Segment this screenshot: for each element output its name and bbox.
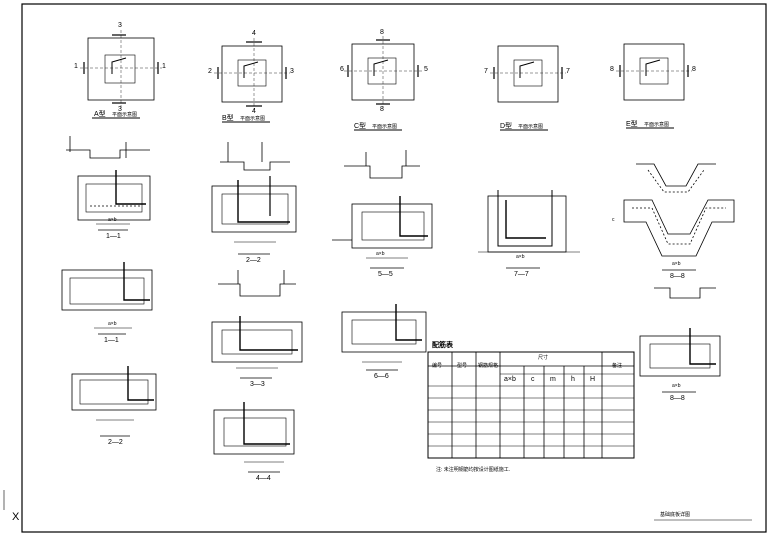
section-title-2-2: 2—2 <box>246 257 261 264</box>
detail-8-8 <box>623 199 735 271</box>
detail-5-5-top <box>344 150 420 179</box>
table-header-h: h <box>571 376 575 383</box>
detail-1-1b <box>61 262 153 335</box>
plan-d-sec-left: 7 <box>484 68 488 75</box>
table-header-c: c <box>531 376 535 383</box>
detail-4-4 <box>213 402 295 473</box>
section-title-5-5: 5—5 <box>378 271 393 278</box>
plan-b <box>214 38 290 123</box>
plan-b-note: 平面示意图 <box>240 116 266 122</box>
section-title-7-7: 7—7 <box>514 271 529 278</box>
section-title-4-4: 4—4 <box>256 475 271 482</box>
table-header-no: 编号 <box>432 363 443 369</box>
plan-c-sec-bottom: 8 <box>380 106 384 113</box>
plan-a-sec-top: 3 <box>118 22 122 29</box>
corner-x-mark: X <box>12 511 20 523</box>
plan-b-sec-left: 2 <box>208 68 212 75</box>
detail-2-2 <box>211 176 297 255</box>
table-header-type: 型号 <box>457 363 468 369</box>
spec-table <box>427 351 635 459</box>
detail-1-1-top <box>66 136 150 159</box>
table-header-H: H <box>590 376 596 383</box>
plan-c <box>344 36 422 131</box>
plan-b-sec-top: 4 <box>252 30 256 37</box>
detail-3-3 <box>211 316 303 379</box>
section-title-1-1: 1—1 <box>106 233 121 240</box>
plan-a-sec-left: 1 <box>74 63 78 70</box>
table-header-group: 尺寸 <box>538 355 549 361</box>
detail-2-2-top <box>220 142 290 171</box>
dim-axb-1: a×b <box>108 217 117 223</box>
detail-5-5 <box>332 196 433 269</box>
dim-axb-2: a×b <box>108 321 117 327</box>
plan-e-title: E型 <box>626 121 638 128</box>
plan-d-note: 平面示意图 <box>518 124 544 130</box>
plan-a-note: 平面示意图 <box>112 112 138 118</box>
sheet-border <box>21 3 767 533</box>
plan-c-title: C型 <box>354 123 367 130</box>
plan-d <box>490 45 566 131</box>
plan-a-sec-bottom: 3 <box>118 106 122 113</box>
plan-e-sec-right: 8 <box>692 66 696 73</box>
plan-e <box>616 43 692 129</box>
plan-a <box>80 30 162 119</box>
plan-b-sec-bottom: 4 <box>252 108 256 115</box>
dim-axb-4: a×b <box>516 254 525 260</box>
table-header-axb: a×b <box>504 376 516 383</box>
section-title-8-8: 8—8 <box>670 273 685 280</box>
plan-c-sec-right: 5 <box>424 66 428 73</box>
drawing-title: 基础底板详图 <box>660 512 691 518</box>
dim-axb-3: a×b <box>376 251 385 257</box>
dim-axb-6: a×b <box>672 383 681 389</box>
plan-a-sec-right: 1 <box>162 63 166 70</box>
plan-e-note: 平面示意图 <box>644 122 670 128</box>
detail-8-8b-top <box>654 287 716 299</box>
plan-d-title: D型 <box>500 123 513 130</box>
detail-3-3-top <box>218 270 296 297</box>
detail-7-7 <box>478 190 580 269</box>
detail-8-8b <box>639 328 721 393</box>
section-title-2-2-left: 2—2 <box>108 439 123 446</box>
table-header-m: m <box>550 376 556 383</box>
section-title-8-8b: 8—8 <box>670 395 685 402</box>
plan-b-title: B型 <box>222 115 234 122</box>
drawing-note: 注: 未注明钢筋均按设计图纸施工. <box>436 467 511 473</box>
section-title-6-6: 6—6 <box>374 373 389 380</box>
plan-c-note: 平面示意图 <box>372 124 398 130</box>
table-header-remark: 备注 <box>612 363 623 369</box>
section-title-1-1b: 1—1 <box>104 337 119 344</box>
plan-c-sec-top: 8 <box>380 29 384 36</box>
detail-1-1 <box>77 170 151 231</box>
plan-a-title: A型 <box>94 111 106 118</box>
plan-d-sec-right: 7 <box>566 68 570 75</box>
section-title-3-3: 3—3 <box>250 381 265 388</box>
plan-b-sec-right: 3 <box>290 68 294 75</box>
plan-c-sec-left: 6 <box>340 66 344 73</box>
detail-8-8-top <box>636 163 716 193</box>
table-title: 配筋表 <box>432 342 453 349</box>
dim-c: c <box>612 217 615 223</box>
detail-6-6 <box>341 304 427 371</box>
dim-axb-5: a×b <box>672 261 681 267</box>
table-header-rebar: 钢筋规格 <box>478 363 499 369</box>
detail-2-2-left <box>71 366 157 437</box>
plan-e-sec-left: 8 <box>610 66 614 73</box>
